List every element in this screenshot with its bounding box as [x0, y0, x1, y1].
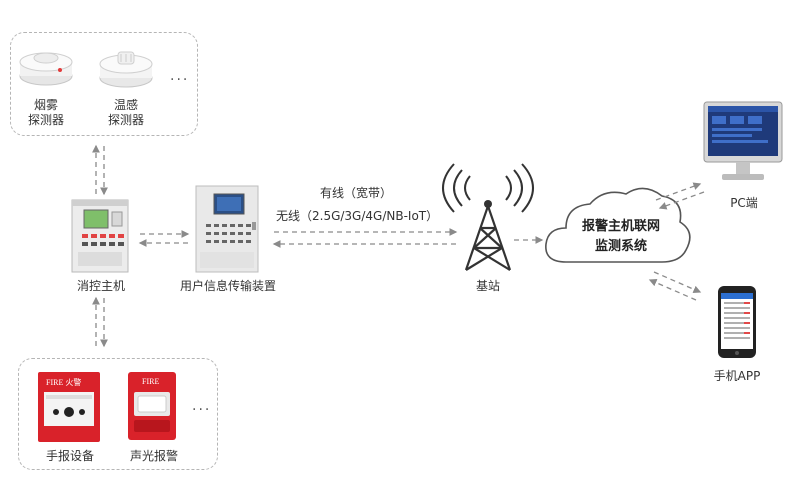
manual-call-point-label: 手报设备	[45, 449, 94, 463]
alarm-more: ···	[192, 402, 212, 418]
alarm-group	[18, 358, 218, 470]
cloud-line-2: 监测系统	[594, 239, 647, 254]
fire-control-host-label: 消控主机	[76, 279, 125, 293]
transmission-device-label: 用户信息传输装置	[179, 279, 276, 293]
detector-more: ···	[170, 72, 190, 88]
phone-app-label: 手机APP	[713, 369, 761, 383]
heat-detector-label-1: 温感	[113, 98, 138, 112]
cloud-line-1: 报警主机联网	[581, 219, 660, 234]
manual-call-point-fire-text: FIRE 火警	[46, 378, 82, 387]
detector-group	[10, 32, 198, 136]
wired-link-label: 有线（宽带）	[320, 186, 393, 200]
sound-light-alarm-label: 声光报警	[129, 449, 178, 463]
wireless-link-label: 无线（2.5G/3G/4G/NB-IoT）	[276, 209, 439, 223]
smoke-detector-label-1: 烟雾	[33, 98, 58, 112]
sound-light-fire-text: FIRE	[142, 377, 160, 386]
smoke-detector-label-2: 探测器	[27, 113, 64, 127]
heat-detector-label-2: 探测器	[107, 113, 144, 127]
base-station-label: 基站	[475, 279, 500, 293]
pc-label: PC端	[730, 196, 758, 210]
